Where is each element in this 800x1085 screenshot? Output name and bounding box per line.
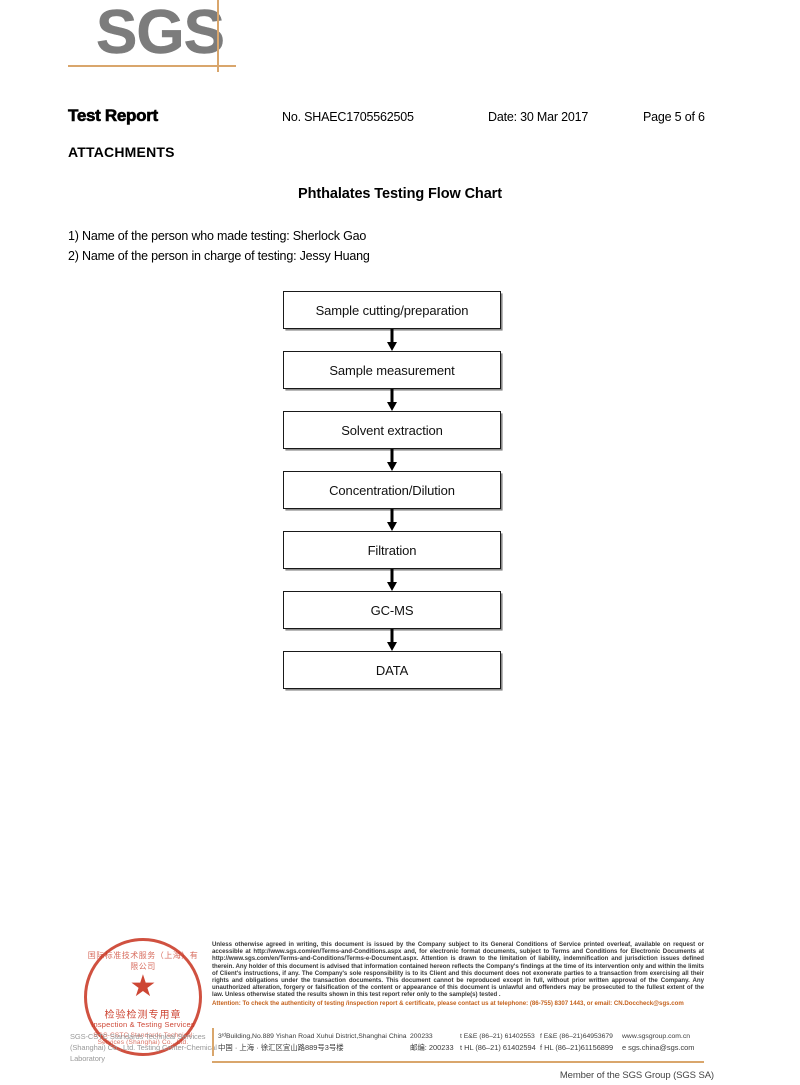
report-number: No. SHAEC1705562505 [282, 110, 414, 124]
terms-and-conditions-block: Unless otherwise agreed in writing, this… [212, 941, 704, 1007]
flow-step: Solvent extraction [283, 411, 501, 449]
phthalates-testing-flowchart: Sample cutting/preparation Sample measur… [283, 291, 501, 689]
flow-arrow-down-icon [283, 449, 501, 471]
contact-details-table: 3ʳᵈBuilding,No.889 Yishan Road Xuhui Dis… [218, 1031, 708, 1053]
flow-step: Sample measurement [283, 351, 501, 389]
table-row: 3ʳᵈBuilding,No.889 Yishan Road Xuhui Dis… [218, 1031, 708, 1042]
report-date: Date: 30 Mar 2017 [488, 110, 589, 124]
note-person-made-testing: 1) Name of the person who made testing: … [68, 229, 367, 243]
email-address: e sgs.china@sgs.com [622, 1043, 695, 1052]
stamp-arc-english: SGS-CSTC Standards Technical Services (S… [93, 1032, 193, 1046]
footer-horizontal-rule [212, 1061, 704, 1063]
website-url: www.sgsgroup.com.cn [622, 1033, 690, 1040]
stamp-arc-chinese: 国际标准技术服务（上海）有限公司 [87, 951, 199, 971]
company-stamp-icon: 国际标准技术服务（上海）有限公司 ★ 检验检测专用章 Inspection & … [84, 938, 202, 1056]
sgs-logo-text: SGS [96, 0, 225, 67]
terms-text: Unless otherwise agreed in writing, this… [212, 941, 704, 999]
page-footer: 国际标准技术服务（上海）有限公司 ★ 检验检测专用章 Inspection & … [0, 928, 800, 1085]
address-chinese: 中国 · 上海 · 徐汇区宜山路889号3号楼 [218, 1043, 344, 1052]
report-header: Test Report No. SHAEC1705562505 Date: 30… [68, 106, 733, 132]
flow-arrow-down-icon [283, 569, 501, 591]
attention-notice: Attention: To check the authenticity of … [212, 999, 684, 1007]
flow-step: Filtration [283, 531, 501, 569]
zip-chinese: 邮编: 200233 [410, 1043, 454, 1052]
sgs-logo: SGS [0, 0, 800, 90]
page-title: Test Report [68, 106, 159, 126]
flow-arrow-down-icon [283, 389, 501, 411]
note-person-in-charge: 2) Name of the person in charge of testi… [68, 249, 370, 263]
flow-arrow-down-icon [283, 629, 501, 651]
stamp-ring [84, 938, 202, 1056]
fax-ee: f E&E (86–21)64953679 [540, 1033, 613, 1040]
page-number: Page 5 of 6 [643, 110, 705, 124]
address-english: 3ʳᵈBuilding,No.889 Yishan Road Xuhui Dis… [218, 1033, 407, 1040]
flow-step: Concentration/Dilution [283, 471, 501, 509]
telephone-hl: t HL (86–21) 61402594 [460, 1043, 536, 1052]
flow-step: Sample cutting/preparation [283, 291, 501, 329]
stamp-center-english: Inspection & Testing Services [91, 1020, 195, 1029]
stamp-center-chinese: 检验检测专用章 [104, 1010, 182, 1021]
flowchart-title: Phthalates Testing Flow Chart [298, 186, 502, 202]
laboratory-name: SGS-CSTC Standards Technical Services (S… [70, 1032, 217, 1063]
telephone-ee: t E&E (86–21) 61402553 [460, 1033, 535, 1040]
flow-arrow-down-icon [283, 329, 501, 351]
fax-hl: f HL (86–21)61156899 [540, 1043, 614, 1052]
logo-vertical-rule [217, 0, 219, 72]
member-of-sgs-group: Member of the SGS Group (SGS SA) [559, 1070, 714, 1081]
section-heading-attachments: ATTACHMENTS [68, 144, 175, 160]
flow-arrow-down-icon [283, 509, 501, 531]
table-row: 中国 · 上海 · 徐汇区宜山路889号3号楼 邮编: 200233 t HL … [218, 1042, 708, 1053]
footer-vertical-rule [212, 1028, 214, 1056]
stamp-star-icon: ★ [129, 970, 157, 1003]
zip-english: 200233 [410, 1033, 433, 1040]
flow-step: GC-MS [283, 591, 501, 629]
logo-horizontal-rule [68, 65, 236, 67]
flow-step: DATA [283, 651, 501, 689]
